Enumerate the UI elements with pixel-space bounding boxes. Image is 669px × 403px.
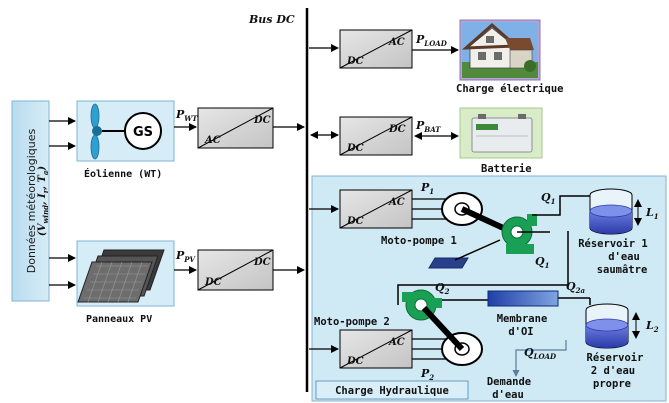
hydraulic-title: Charge Hydraulique (335, 385, 449, 397)
meteo-variables: (Vwind, Ir, Ta) (37, 166, 50, 237)
pump2-label: Moto-pompe 2 (314, 316, 390, 328)
converter-pv-in: DC (204, 277, 222, 288)
q1-label: Q1 (541, 191, 555, 206)
converter-load-out: AC (388, 37, 405, 48)
l2-label: L2 (645, 319, 659, 334)
reservoir2-line1: Réservoir (587, 352, 644, 364)
converter-load-in: DC (346, 56, 364, 67)
house-image (459, 19, 541, 81)
wind-turbine-label: Éolienne (WT) (84, 167, 162, 180)
converter-pump2: AC DC (339, 329, 413, 369)
hydraulic-title-box (315, 380, 469, 400)
converter-pump2-in: DC (346, 356, 364, 367)
meteo-box (11, 100, 50, 302)
pump1-label: Moto-pompe 1 (381, 235, 457, 247)
motor2-icon (421, 305, 483, 366)
reservoir2-line2: 2 d'eau (591, 365, 635, 377)
converter-load: AC DC (339, 29, 413, 69)
arrow-water-demand (512, 340, 567, 377)
membrane-line1: Membrane (497, 313, 548, 325)
converter-battery-out: DC (388, 124, 406, 135)
converter-pump1-in: DC (346, 216, 364, 227)
generator-label: GS (133, 125, 153, 140)
p-bat-label: PBAT (415, 119, 441, 134)
pv-label: Panneaux PV (86, 314, 152, 325)
membrane-icon (487, 290, 559, 307)
demand-line2: d'eau (492, 389, 524, 401)
converter-battery-in: DC (346, 143, 364, 154)
qload-label: QLOAD (524, 346, 557, 361)
q1-low-label: Q1 (535, 255, 549, 270)
p-wt-label: PWT (175, 108, 198, 123)
reservoir1-line2: d'eau (608, 251, 640, 263)
l1-label: L1 (645, 206, 659, 221)
converter-battery: DC DC (339, 116, 413, 156)
converter-wind-in: AC (204, 135, 221, 146)
motor1-icon (441, 192, 514, 235)
reservoir2-icon (585, 303, 629, 349)
converter-pump1: AC DC (339, 189, 413, 229)
battery-image (459, 107, 543, 159)
p-load-label: PLOAD (415, 33, 448, 48)
demand-line1: Demande (487, 376, 531, 388)
reservoir1-line1: Réservoir 1 (578, 238, 648, 250)
converter-pv: DC DC (197, 249, 274, 291)
reservoir1-line3: saumâtre (597, 264, 648, 276)
p2-label: P2 (420, 367, 434, 382)
pipe-pump1-reservoir1 (532, 195, 596, 216)
pipe-reservoir1-pump2 (397, 231, 569, 305)
converter-pump2-out: AC (388, 337, 405, 348)
converter-wind-out: DC (253, 115, 271, 126)
p-pv-label: PPV (175, 249, 197, 264)
converter-pump1-out: AC (388, 197, 405, 208)
pv-panels-icon (77, 249, 165, 303)
wind-turbine-icon (90, 103, 125, 160)
generator-circle (124, 112, 162, 150)
pump1-suction-pipe (454, 239, 501, 261)
membrane-line2: d'OI (508, 326, 533, 338)
load-label: Charge électrique (456, 83, 563, 95)
battery-label: Batterie (481, 163, 532, 175)
reservoir1-icon (589, 188, 633, 235)
converter-pv-out: DC (253, 257, 271, 268)
reservoir2-line3: propre (593, 378, 631, 390)
q2a-label: Q2a (566, 280, 585, 295)
dc-bus-label: Bus DC (248, 13, 295, 26)
meteo-label: Données météorologiques (25, 128, 38, 273)
p1-label: P1 (420, 181, 434, 196)
q2-label: Q2 (435, 281, 450, 296)
water-source-icon (428, 257, 469, 269)
converter-wind: DC AC (197, 107, 274, 149)
pump1-icon (501, 214, 550, 254)
